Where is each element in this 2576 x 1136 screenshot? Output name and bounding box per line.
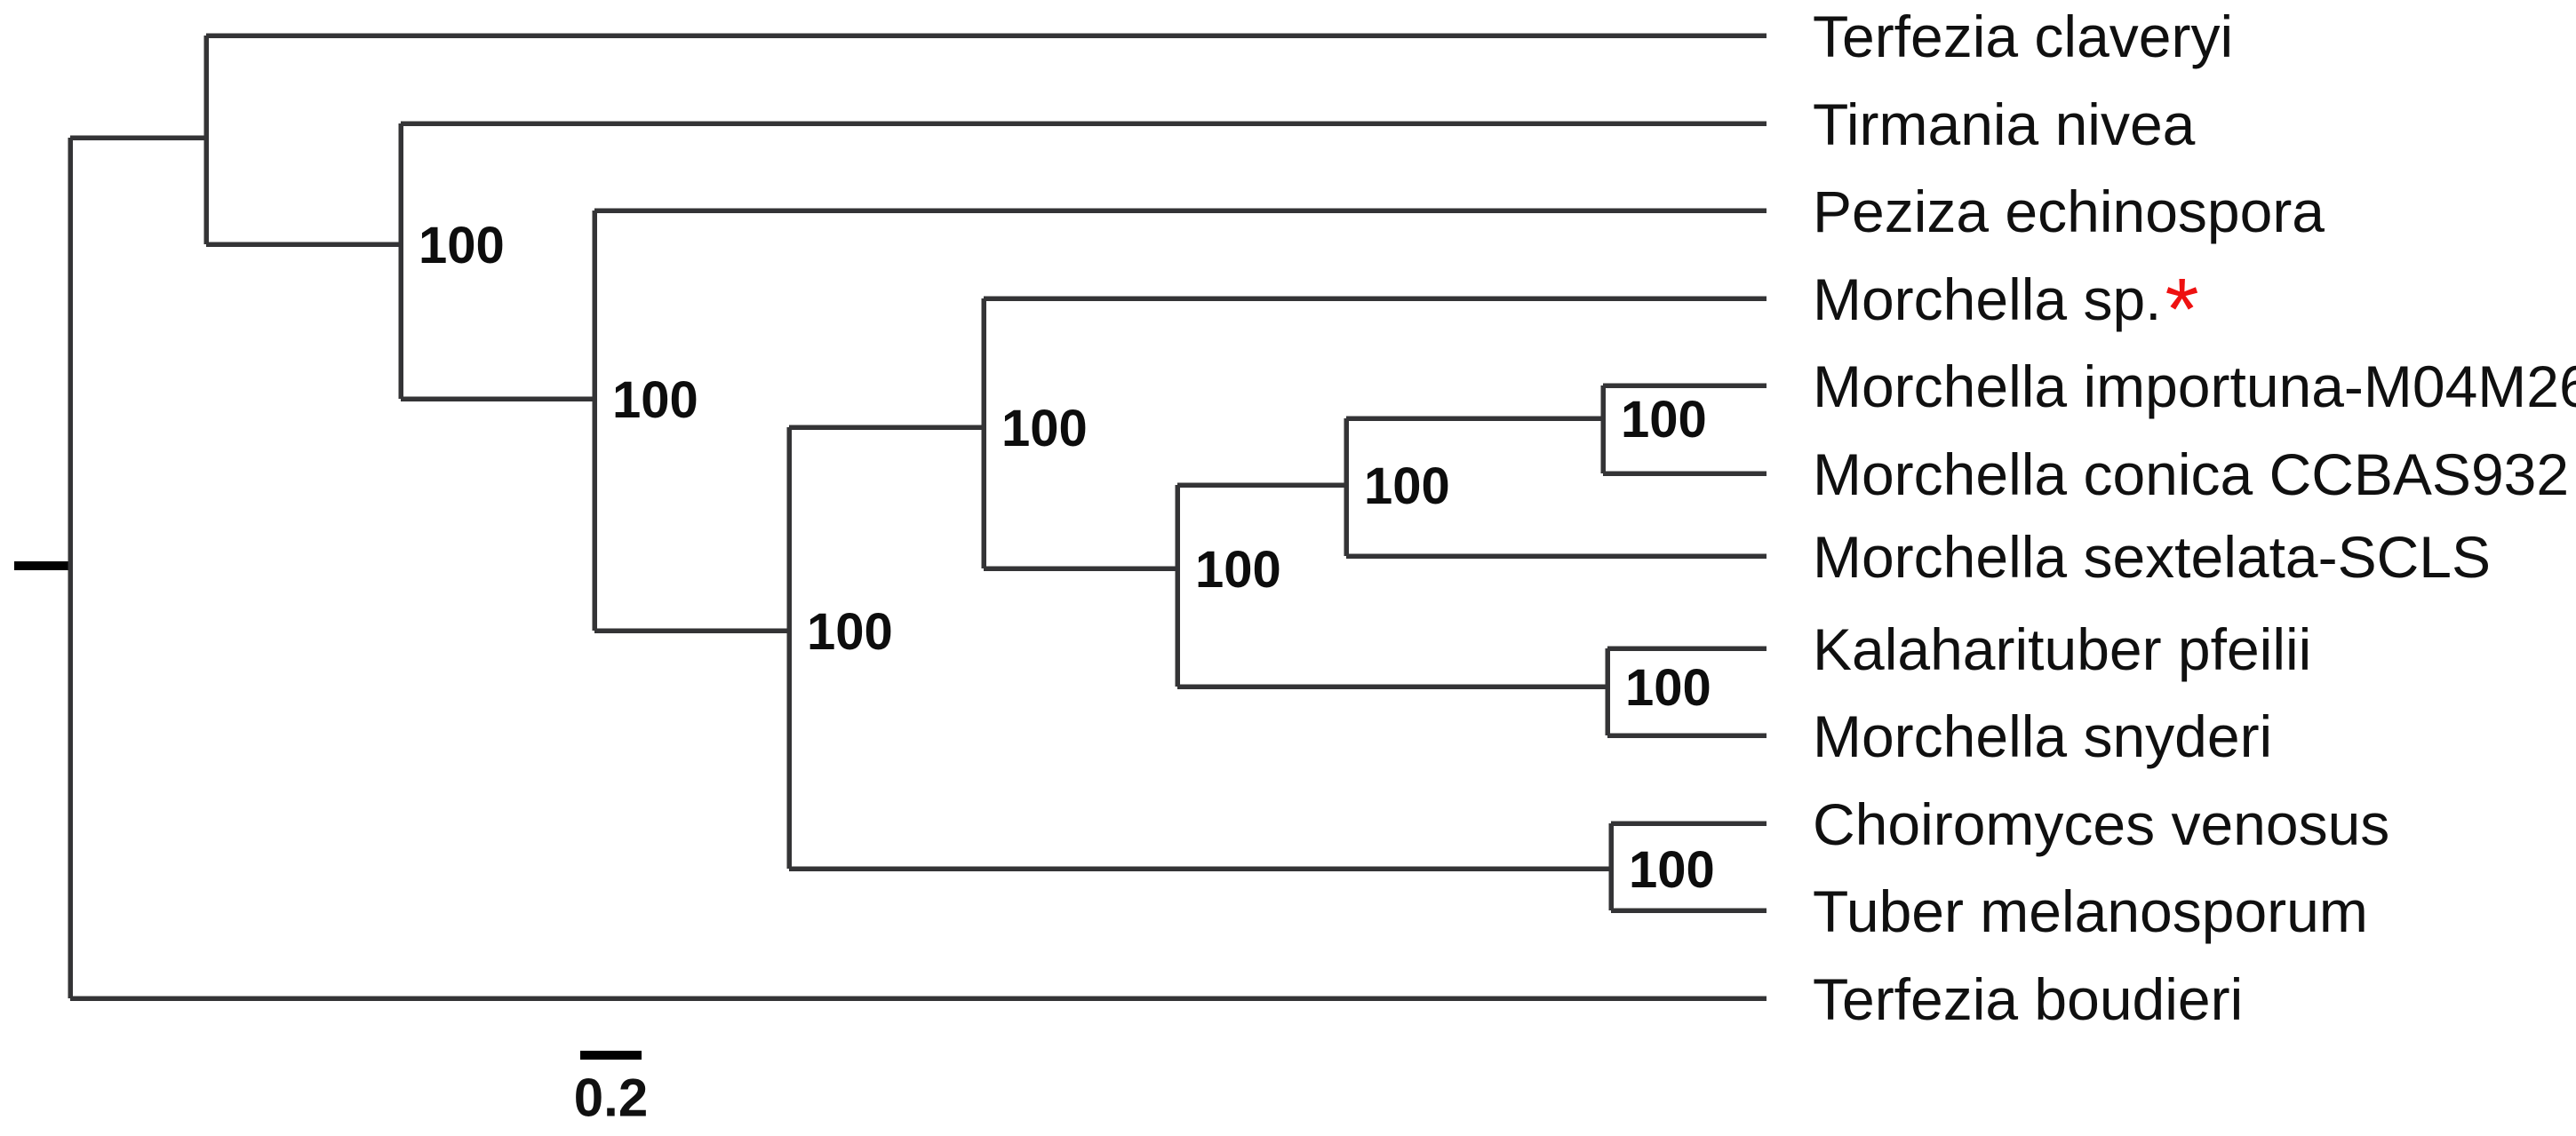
tip-label-tirmania-nivea: Tirmania nivea [1813, 91, 2196, 157]
tip-label-tuber-melanosporum: Tuber melanosporum [1813, 878, 2368, 944]
bootstrap-support-label-clade-morchella-sp-group: 100 [1001, 400, 1088, 457]
species-name-text: Morchella conica CCBAS932 [1813, 441, 2569, 507]
tip-label-morchella-sp: Morchella sp.* [1813, 260, 2199, 358]
tip-label-kalaharituber-pfeilii: Kalaharituber pfeilii [1813, 616, 2311, 682]
bootstrap-support-label-clade-importuna-conica-sextelata: 100 [1364, 457, 1450, 515]
tip-label-choiromyces-venosus: Choiromyces venosus [1813, 791, 2389, 857]
bootstrap-support-label-clade-venosus-melanosporum: 100 [1629, 841, 1715, 899]
tip-label-terfezia-boudieri: Terfezia boudieri [1813, 966, 2243, 1032]
tip-label-morchella-sextelata: Morchella sextelata-SCLS [1813, 524, 2491, 590]
bootstrap-support-label-clade-morchella-plus-truffles: 100 [807, 603, 893, 661]
scale-bar-label: 0.2 [574, 1068, 648, 1128]
tip-label-peziza-echinospora: Peziza echinospora [1813, 179, 2325, 244]
highlight-asterisk-marker: * [2165, 260, 2199, 358]
tip-label-morchella-conica: Morchella conica CCBAS932 [1813, 441, 2569, 507]
species-name-text: Morchella snyderi [1813, 703, 2272, 769]
species-name-text: Morchella sp. [1813, 266, 2162, 332]
species-name-text: Terfezia claveryi [1813, 4, 2233, 69]
bootstrap-support-label-clade-nivea-plus-rest: 100 [419, 217, 505, 274]
tip-label-morchella-importuna: Morchella importuna-M04M26 [1813, 354, 2576, 419]
tip-label-terfezia-claveryi: Terfezia claveryi [1813, 4, 2233, 69]
bootstrap-support-label-clade-pfeilii-snyderi: 100 [1625, 659, 1711, 717]
tip-label-morchella-snyderi: Morchella snyderi [1813, 703, 2272, 769]
species-name-text: Kalaharituber pfeilii [1813, 616, 2311, 682]
species-name-text: Choiromyces venosus [1813, 791, 2389, 857]
species-name-text: Tirmania nivea [1813, 91, 2196, 157]
species-name-text: Peziza echinospora [1813, 179, 2325, 244]
bootstrap-support-label-clade-importuna-conica: 100 [1621, 391, 1707, 449]
species-name-text: Tuber melanosporum [1813, 878, 2368, 944]
species-name-text: Morchella sextelata-SCLS [1813, 524, 2491, 590]
species-name-text: Morchella importuna-M04M26 [1813, 354, 2576, 419]
bootstrap-support-label-clade-morchella-core: 100 [1195, 541, 1281, 599]
bootstrap-support-label-clade-peziza-plus-rest: 100 [612, 371, 698, 429]
species-name-text: Terfezia boudieri [1813, 966, 2243, 1032]
